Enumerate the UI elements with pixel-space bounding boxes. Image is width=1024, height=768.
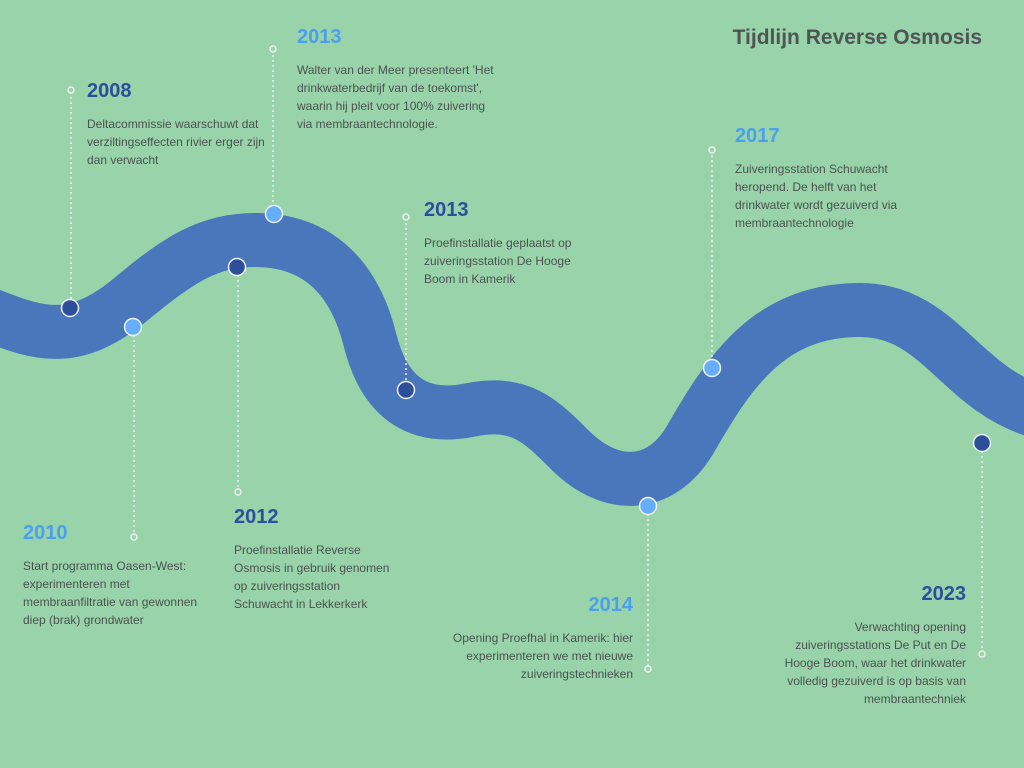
dot-2012[interactable] — [227, 257, 247, 277]
event-year: 2013 — [424, 199, 469, 221]
event-year: 2014 — [588, 594, 634, 616]
dot-2010[interactable] — [123, 317, 143, 337]
event-2012: 2012 Proefinstallatie Reverse Osmosis in… — [234, 506, 394, 613]
event-2023: 2023 Verwachting opening zuiveringsstati… — [760, 583, 966, 708]
event-text: Proefinstallatie geplaatst op zuiverings… — [424, 236, 572, 286]
event-2013-walter: 2013 Walter van der Meer presenteert 'He… — [297, 26, 497, 133]
dot-2013a[interactable] — [264, 204, 284, 224]
dot-2014[interactable] — [638, 496, 658, 516]
event-text: Verwachting opening zuiveringsstations D… — [784, 620, 966, 706]
dot-2017[interactable] — [702, 358, 722, 378]
event-2008: 2008 Deltacommissie waarschuwt dat verzi… — [87, 80, 267, 169]
event-text: Proefinstallatie Reverse Osmosis in gebr… — [234, 543, 390, 611]
dot-2023[interactable] — [972, 433, 992, 453]
event-2017: 2017 Zuiveringsstation Schuwacht heropen… — [735, 125, 925, 232]
page-title: Tijdlijn Reverse Osmosis — [732, 26, 982, 49]
event-2013-proefinstallatie: 2013 Proefinstallatie geplaatst op zuive… — [424, 199, 604, 288]
dot-2013b[interactable] — [396, 380, 416, 400]
river-path — [0, 212, 1024, 506]
event-year: 2013 — [297, 26, 342, 48]
event-year: 2010 — [23, 522, 68, 544]
event-text: Deltacommissie waarschuwt dat verzilting… — [87, 117, 265, 167]
event-year: 2012 — [234, 506, 279, 528]
event-text: Zuiveringsstation Schuwacht heropend. De… — [735, 162, 898, 230]
event-2014: 2014 Opening Proefhal in Kamerik: hier e… — [440, 594, 633, 683]
line-end-markers — [67, 45, 986, 673]
event-2010: 2010 Start programma Oasen-West: experim… — [23, 522, 213, 629]
event-text: Opening Proefhal in Kamerik: hier experi… — [452, 631, 633, 681]
connector-lines — [70, 50, 983, 668]
event-year: 2008 — [87, 80, 132, 102]
dot-2008[interactable] — [60, 298, 80, 318]
event-text: Walter van der Meer presenteert 'Het dri… — [297, 63, 494, 131]
event-year: 2023 — [921, 583, 967, 605]
event-year: 2017 — [735, 125, 780, 147]
event-text: Start programma Oasen-West: experimenter… — [23, 559, 198, 627]
